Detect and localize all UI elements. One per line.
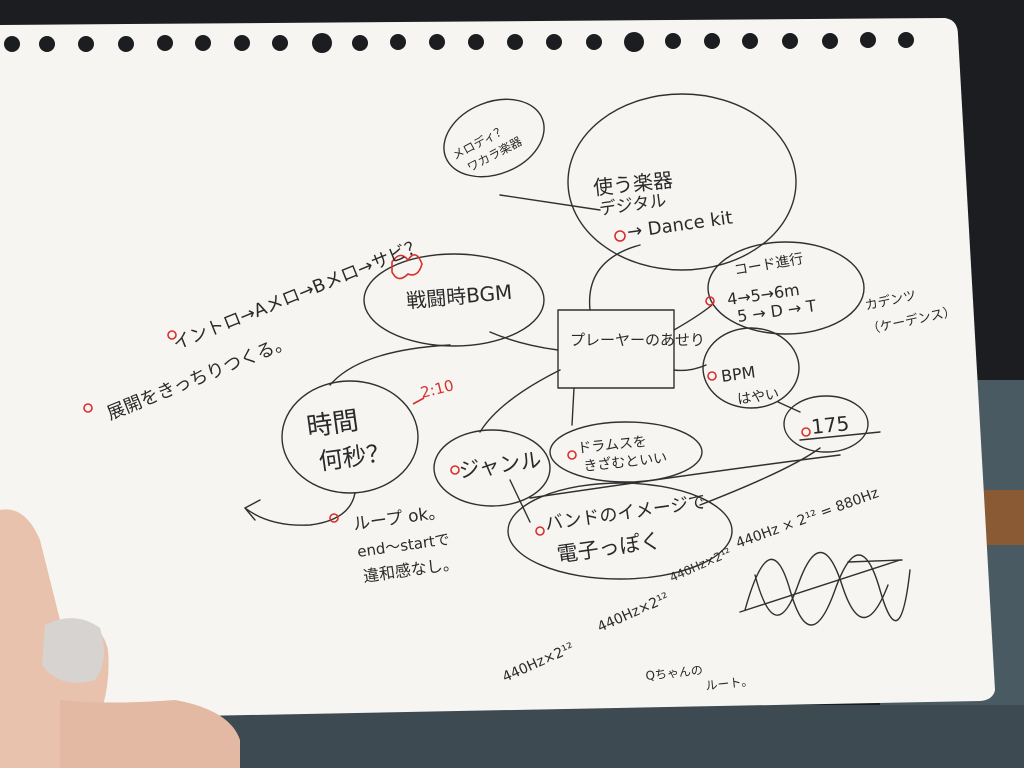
binder-holes [4,32,914,53]
root-line2: ルート。 [705,674,754,693]
bubble-chord [707,241,865,335]
bubble-instruments [567,93,797,271]
hand [0,509,240,768]
center-label-line1: プレーヤーのあせり [570,331,705,349]
bpm-value: 175 [810,411,850,439]
connector-lines [244,194,903,563]
mind-map-bubbles [281,93,869,580]
center-box [557,309,675,389]
bubble-battle [363,253,545,347]
bubble-melody [443,98,545,178]
bpm-line1: BPM [720,362,757,386]
root-line1: Qちゃんの [645,663,704,683]
floor-bottom [200,705,1024,768]
bubble-genre [433,429,551,507]
drums-line1: ドラムスを [577,434,648,457]
bubble-bpm [702,327,800,409]
bubble-drums [549,421,703,483]
bubble-bpm-value [783,395,869,453]
wave-sketch [739,552,911,626]
bubble-band [507,482,733,580]
time-line1: 時間 [305,406,361,443]
bpm-line2: はやい [736,386,780,408]
notebook-paper [0,18,995,718]
red-marks [83,230,811,536]
bubble-time [281,380,419,494]
